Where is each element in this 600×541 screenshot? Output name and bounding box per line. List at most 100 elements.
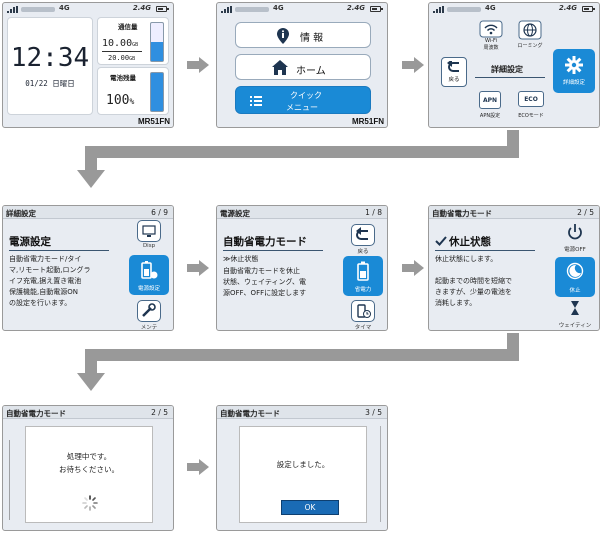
traffic-panel: 通信量 10.00GB 20.00GB	[97, 17, 169, 65]
menu-quick-button[interactable]: クイック メニュー	[235, 86, 371, 114]
traffic-value: 10.00	[102, 38, 133, 49]
complete-dialog: 設定しました。 OK	[239, 426, 367, 523]
description-line: 休止状態にします。	[435, 255, 498, 263]
carrier-name-blurred	[21, 7, 55, 12]
timer-button[interactable]: タイマ	[345, 300, 381, 330]
battery-icon	[582, 6, 595, 12]
quick-menu-title: 詳細設定	[491, 65, 523, 74]
description-line: 自動省電力モード/タイ	[9, 255, 82, 263]
current-value: ≫休止状態	[223, 255, 259, 263]
traffic-limit-unit: GB	[129, 56, 136, 62]
description-line: 源OFF、OFFに設定します	[223, 289, 307, 297]
battery-label: 電池残量	[110, 74, 136, 82]
complete-message: 設定しました。	[276, 460, 330, 469]
description-line: マ,リモート起動,ロングラ	[9, 266, 91, 274]
traffic-gauge	[150, 22, 164, 62]
description-line: 自動省電力モードを休止	[223, 267, 300, 275]
carrier-name-blurred	[235, 7, 269, 12]
menu-info-button[interactable]: 情 報	[235, 22, 371, 48]
wifi-freq-label-2: 周波数	[483, 45, 499, 51]
eco-button[interactable]: ECO ECOモード	[513, 91, 549, 125]
description-line: 起動までの時間を短縮で	[435, 277, 512, 285]
arrow-right-3	[187, 260, 209, 276]
detail-settings-label: 詳細設定	[562, 80, 585, 86]
description-line: 状態、ウェイティング、電	[223, 278, 306, 286]
signal-icon	[221, 6, 232, 13]
power-off-label: 電源OFF	[564, 247, 586, 253]
checkmark-icon	[435, 236, 447, 246]
screen-menu: 4G 2.4G 情 報 ホーム クイック メニュー MR51FN	[216, 2, 388, 128]
maintenance-button[interactable]: メンテ	[131, 300, 167, 331]
menu-home-label: ホーム	[296, 66, 326, 77]
header-title: 自動省電力モード	[432, 209, 492, 218]
wrench-icon	[137, 300, 161, 322]
title-underline	[9, 250, 109, 251]
wifi-band: 2.4G	[558, 4, 577, 12]
arrow-right-4	[402, 260, 424, 276]
menu-home-button[interactable]: ホーム	[235, 54, 371, 80]
status-bar: 4G 2.4G	[429, 3, 599, 16]
wifi-band: 2.4G	[346, 4, 365, 12]
globe-icon	[518, 20, 542, 40]
apn-button[interactable]: APN APN設定	[475, 91, 505, 125]
processing-dialog: 処理中です。 お待ちください。	[25, 426, 153, 523]
traffic-limit-row: 20.00GB	[108, 54, 135, 62]
network-type: 4G	[485, 4, 496, 12]
traffic-gauge-fill	[151, 42, 163, 61]
clock-panel: 12:34 01/22 日曜日	[7, 17, 93, 115]
back-button[interactable]: 戻る	[441, 57, 467, 87]
traffic-divider	[102, 51, 142, 52]
background-content-strip	[367, 426, 381, 522]
battery-icon	[156, 6, 169, 12]
power-settings-button[interactable]: 電源設定	[129, 255, 169, 295]
ok-button[interactable]: OK	[281, 500, 339, 515]
carrier-name-blurred	[447, 7, 481, 12]
section-title: 電源設定	[9, 236, 51, 248]
waiting-label: ウェイティング	[558, 323, 592, 329]
wifi-band: 2.4G	[132, 4, 151, 12]
power-off-button[interactable]: 電源OFF	[557, 222, 593, 254]
clock-date: 01/22 日曜日	[25, 79, 75, 88]
model-name: MR51FN	[137, 117, 170, 126]
quick-menu-title-underline	[475, 77, 545, 78]
signal-icon	[7, 6, 18, 13]
wifi-freq-button[interactable]: Wi-Fi 周波数	[476, 20, 506, 52]
wifi-freq-label-1: Wi-Fi	[485, 38, 497, 44]
title-underline	[223, 250, 323, 251]
clock-time: 12:34	[10, 43, 90, 73]
menu-quick-label-2: メニュー	[286, 103, 318, 112]
power-saving-button[interactable]: 省電力	[343, 256, 383, 296]
back-label: 戻る	[357, 249, 369, 255]
detail-settings-button[interactable]: 詳細設定	[553, 49, 595, 93]
arrow-right-1	[187, 57, 209, 73]
description: 自動省電力モード/タイ マ,リモート起動,ロングラ イフ充電,据え置き電池 保護…	[9, 254, 119, 309]
sleep-button[interactable]: 休止	[555, 257, 595, 297]
power-saving-label: 省電力	[354, 287, 372, 293]
screen-quick-menu: 4G 2.4G Wi-Fi 周波数 ローミング 戻る 詳細設定 詳細設定 APN…	[428, 2, 600, 128]
disp-button[interactable]: Disp	[131, 220, 167, 252]
timer-icon	[351, 300, 375, 322]
maintenance-label: メンテ	[140, 325, 158, 331]
info-pin-icon	[277, 28, 289, 44]
roaming-button[interactable]: ローミング	[513, 20, 547, 52]
home-icon	[272, 60, 288, 75]
battery-gauge	[150, 72, 164, 112]
description-line: 保護機能,自動電源ON	[9, 288, 78, 296]
waiting-button[interactable]: ウェイティング	[557, 298, 593, 330]
signal-icon	[433, 6, 444, 13]
section-title: 自動省電力モード	[223, 236, 307, 248]
eco-label: ECOモード	[518, 113, 544, 119]
header-title: 自動省電力モード	[220, 409, 280, 418]
processing-message-1: 処理中です。	[66, 452, 112, 461]
back-button[interactable]: 戻る	[345, 224, 381, 256]
battery-panel: 電池残量 100%	[97, 67, 169, 115]
battery-value-row: 100%	[106, 93, 134, 108]
page-indicator: 2 / 5	[577, 208, 594, 217]
network-type: 4G	[273, 4, 284, 12]
